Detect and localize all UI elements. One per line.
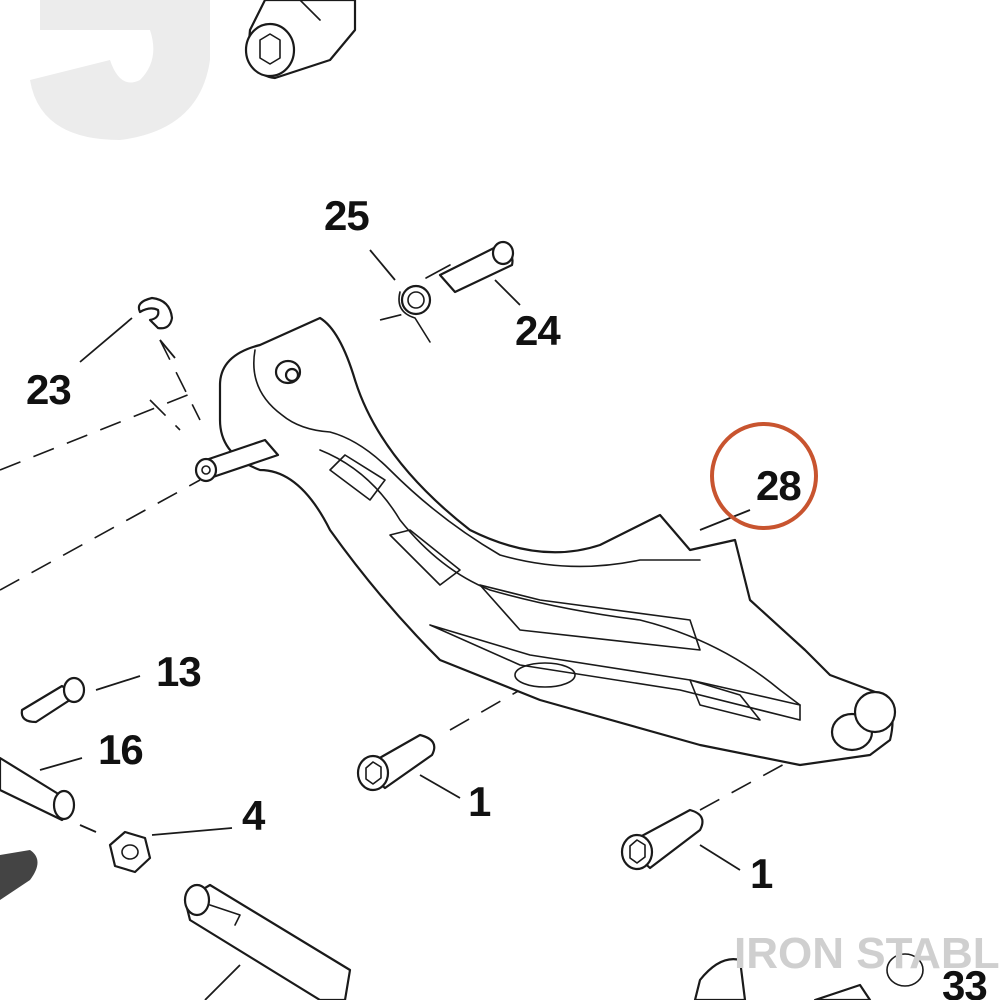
long-pin-part: [183, 883, 352, 1000]
callout-28-highlight: [710, 422, 818, 530]
callout-13: 13: [156, 648, 201, 695]
footpeg-part: [0, 850, 38, 900]
top-bushing-part: [244, 0, 357, 80]
callout-labels: 25 24 23 28 13 16 4 1 1 33: [26, 192, 988, 1000]
background-logo-ghost: [30, 0, 210, 140]
callout-28: 28: [756, 462, 801, 509]
callout-1-right: 1: [750, 850, 773, 897]
flange-bolt-13: [20, 676, 86, 724]
bottom-right-parts: [693, 953, 924, 1000]
brake-lever-arm-28: [194, 316, 897, 767]
e-clip-part: [137, 296, 174, 330]
pin-16: [0, 756, 76, 822]
spring-and-pin-parts: [398, 240, 515, 343]
callout-4: 4: [242, 792, 266, 839]
callout-25: 25: [324, 192, 369, 239]
callout-16: 16: [98, 726, 143, 773]
watermark-text: IRON STABLE: [734, 929, 1000, 978]
callout-1-left: 1: [468, 778, 491, 825]
callout-23: 23: [26, 366, 71, 413]
callout-24: 24: [515, 307, 561, 354]
hex-nut-4: [108, 830, 152, 874]
cap-screw-1-right: [620, 808, 704, 871]
cap-screw-1-left: [356, 733, 436, 792]
leader-lines: [39, 249, 751, 1000]
callout-33: 33: [942, 962, 987, 1000]
assembly-centerlines: [0, 309, 811, 811]
